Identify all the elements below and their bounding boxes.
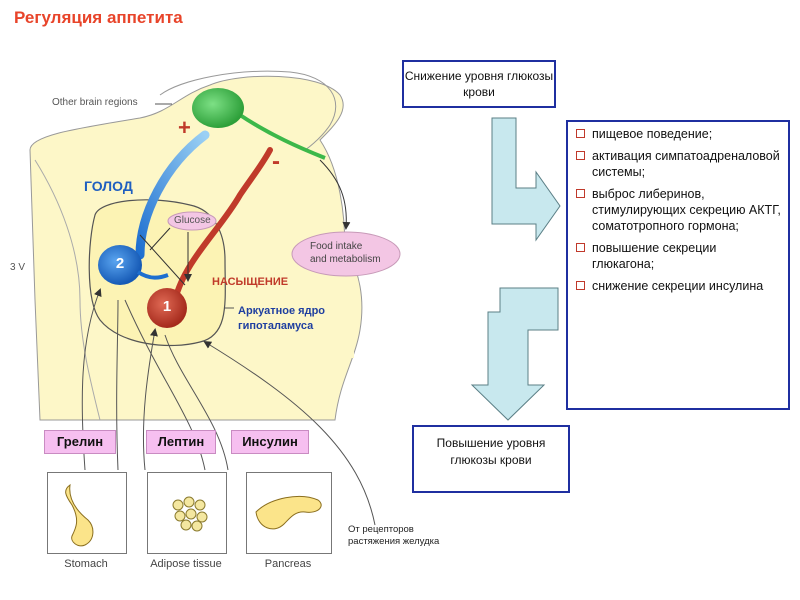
insulin-signal-1 [164,334,229,471]
effect-text: пищевое поведение; [592,127,713,141]
glucose-increase-box: Повышение уровня глюкозы крови [412,425,570,493]
pancreas-label: Pancreas [264,558,312,570]
adipose-label: Adipose tissue [150,558,222,570]
neuron-1-label: 1 [162,298,172,315]
satiety-label: НАСЫЩЕНИЕ [212,276,289,288]
effects-list: пищевое поведение; активация симпатоадре… [568,122,788,294]
arcuate-nucleus-outline [88,199,226,347]
glucose-ellipse [167,211,217,231]
effect-text: снижение секреции инсулина [592,279,764,293]
leptin-label: Лептин [146,430,216,454]
page-title: Регуляция аппетита [14,8,183,27]
food-intake-ellipse [291,231,401,277]
inhibition-line [139,234,186,286]
leptin-signal-1 [116,299,119,471]
effect-text: выброс либеринов, стимулирующих секрецию… [592,187,781,233]
bullet-icon [576,189,585,198]
bullet-icon [576,281,585,290]
glucose-decrease-text: Снижение уровня глюкозы крови [404,69,554,99]
stomach-label: Stomach [64,558,108,570]
bullet-icon [576,151,585,160]
blue-neuron-dendrite [136,270,169,280]
food-intake-arrow [319,159,351,230]
blue-axon [135,130,210,260]
bullet-icon [576,129,585,138]
red-axon [172,147,273,303]
flow-arrow-down-right [491,117,561,242]
other-brain-regions-outline [159,70,337,151]
effect-item: повышение секреции глюкагона; [574,240,782,272]
ghrelin-label: Грелин [44,430,116,454]
effect-item: выброс либеринов, стимулирующих секрецию… [574,186,782,234]
leptin-signal-2 [142,328,158,471]
red-neuron [147,288,187,328]
other-brain-regions-label: Other brain regions [52,97,138,108]
effects-box: пищевое поведение; активация симпатоадре… [566,120,790,410]
flow-arrow-down [470,287,559,421]
effect-item: активация симпатоадреналовой системы; [574,148,782,180]
bullet-icon [576,243,585,252]
third-ventricle-label: 3 V [10,262,26,273]
glucose-line-2 [149,227,171,251]
arcuate-nucleus-label: Аркуатное ядро гипоталамуса [234,300,354,358]
blue-neuron [98,245,142,285]
stretch-receptor-signal [203,340,376,526]
effect-text: активация симпатоадреналовой системы; [592,149,780,179]
effect-item: снижение секреции инсулина [574,278,782,294]
glucose-increase-text: Повышение уровня глюкозы крови [436,436,546,467]
glucose-label: Glucose [174,215,211,226]
neuron-2-label: 2 [115,255,125,272]
insulin-label: Инсулин [231,430,309,454]
effect-text: повышение секреции глюкагона; [592,241,717,271]
stretch-receptors-label: От рецепторов растяжения желудка [348,524,440,547]
glucose-decrease-box: Снижение уровня глюкозы крови [402,60,556,108]
hunger-label: ГОЛОД [84,178,133,194]
third-ventricle-line [34,159,101,421]
plus-sign: + [178,115,191,140]
green-axon [238,113,326,160]
minus-sign: - [272,148,280,175]
food-intake-label: Food intake and metabolism [310,241,381,265]
effect-item: пищевое поведение; [574,126,782,142]
green-neuron [192,88,244,128]
